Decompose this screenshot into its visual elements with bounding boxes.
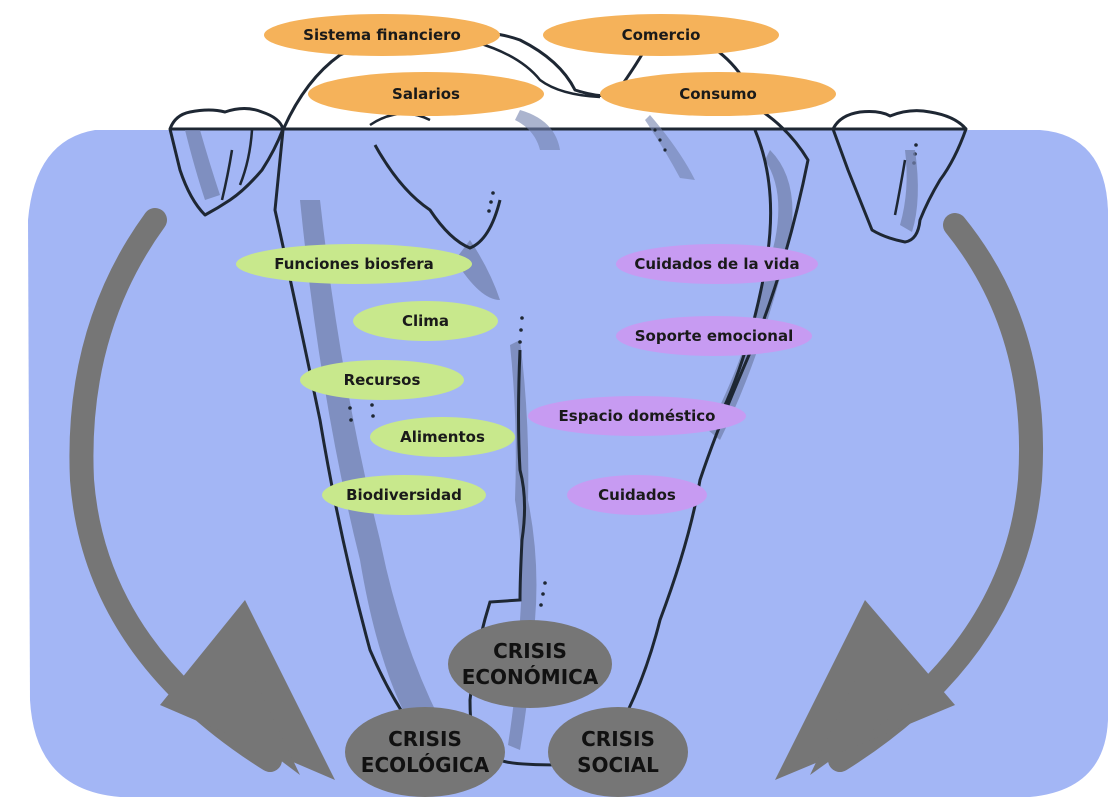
label-soporte-emocional: Soporte emocional	[616, 316, 812, 356]
label-funciones-biosfera: Funciones biosfera	[236, 244, 472, 284]
label-cuidados-de-la-vida: Cuidados de la vida	[616, 244, 818, 284]
label-cuidados: Cuidados	[567, 475, 707, 515]
crisis-social-line1: CRISIS	[577, 726, 659, 752]
crisis-social-line2: SOCIAL	[577, 752, 659, 778]
label-alimentos: Alimentos	[370, 417, 515, 457]
label-espacio-domestico: Espacio doméstico	[528, 396, 746, 436]
label-biodiversidad: Biodiversidad	[322, 475, 486, 515]
label-comercio: Comercio	[543, 14, 779, 56]
crisis-economica-line2: ECONÓMICA	[462, 664, 599, 690]
crisis-ecologica-line2: ECOLÓGICA	[361, 752, 489, 778]
label-recursos: Recursos	[300, 360, 464, 400]
crisis-social: CRISIS SOCIAL	[548, 707, 688, 797]
label-consumo: Consumo	[600, 72, 836, 116]
label-sistema-financiero: Sistema financiero	[264, 14, 500, 56]
crisis-ecologica: CRISIS ECOLÓGICA	[345, 707, 505, 797]
label-salarios: Salarios	[308, 72, 544, 116]
crisis-economica-line1: CRISIS	[462, 638, 599, 664]
label-clima: Clima	[353, 301, 498, 341]
crisis-ecologica-line1: CRISIS	[361, 726, 489, 752]
crisis-economica: CRISIS ECONÓMICA	[448, 620, 612, 708]
